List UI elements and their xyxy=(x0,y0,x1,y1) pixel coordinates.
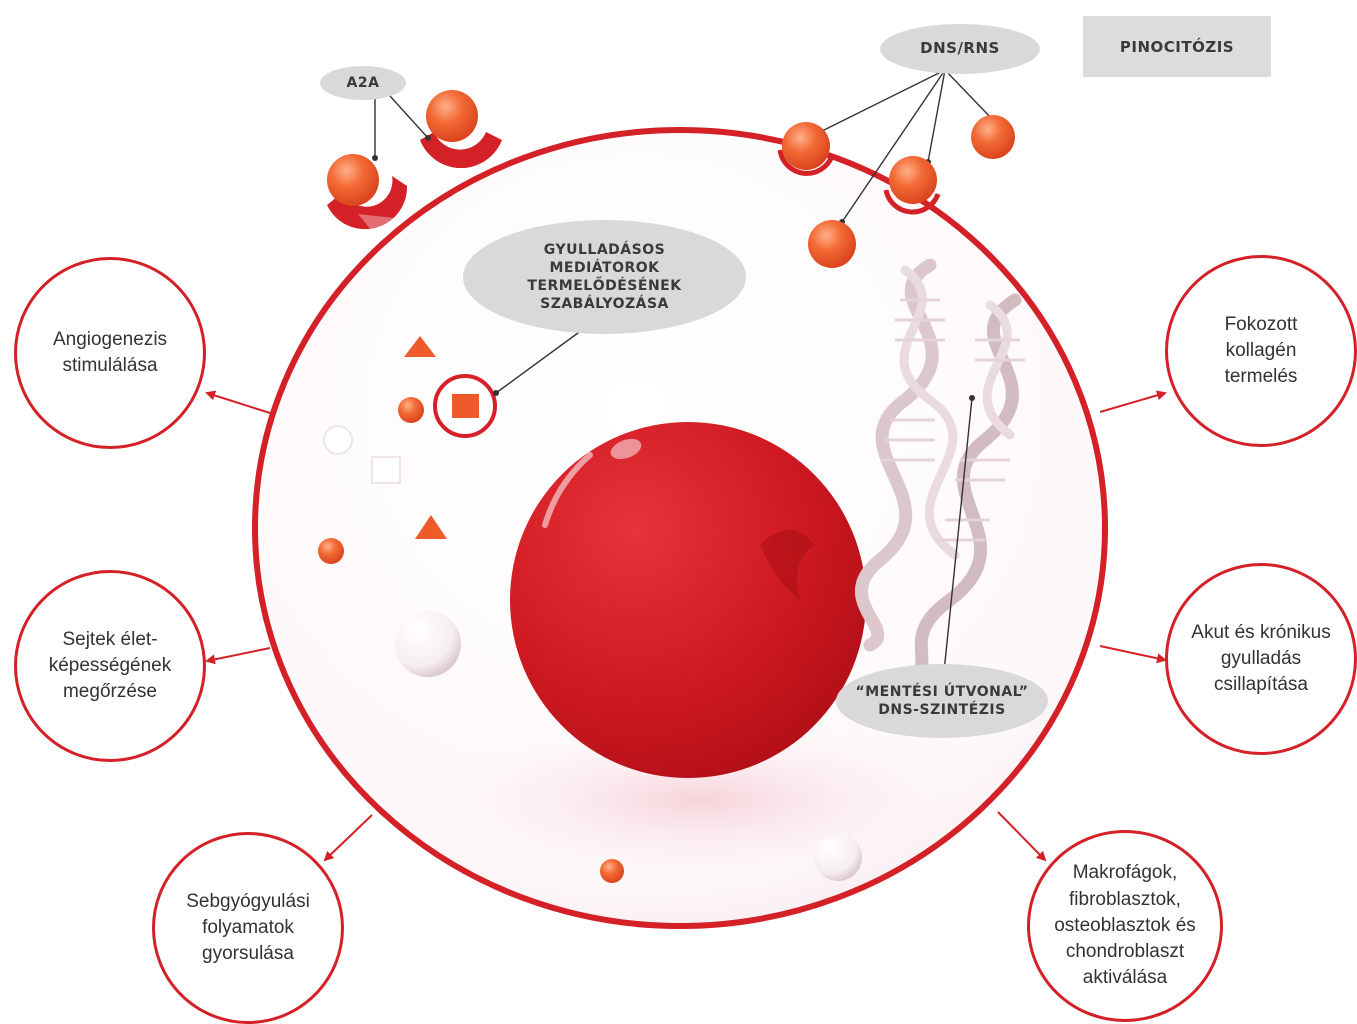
effect-cell-activation: Makrofágok, fibroblasztok, osteoblasztok… xyxy=(1027,830,1223,1022)
effect-collagen: Fokozott kollagén termelés xyxy=(1165,255,1357,447)
dns-rns-label-text: DNS/RNS xyxy=(920,39,1000,58)
effect-cell-viability: Sejtek élet- képességének megőrzése xyxy=(14,570,206,762)
a2a-receptor-left xyxy=(327,154,408,236)
triangle-mediator xyxy=(404,336,436,357)
arrow-wound-healing xyxy=(323,814,373,862)
vesicle xyxy=(814,833,862,881)
membrane-pocket xyxy=(777,149,835,176)
small-ball xyxy=(318,538,344,564)
square-mediator xyxy=(452,394,479,418)
effect-angiogenesis: Angiogenezis stimulálása xyxy=(14,257,206,449)
a2a-ligand-ball xyxy=(426,90,478,142)
effect-wound-healing: Sebgyógyulási folyamatok gyorsulása xyxy=(152,832,344,1024)
a2a-ligand-ball xyxy=(327,154,379,206)
small-ball xyxy=(600,859,624,883)
effect-cell-viability-text: Sejtek élet- képességének megőrzése xyxy=(48,628,172,703)
arrow-inflammation xyxy=(1099,645,1167,664)
pinocytosis-label: PINOCITÓZIS xyxy=(1083,16,1271,77)
dns-rns-label: DNS/RNS xyxy=(880,24,1040,74)
effect-collagen-text: Fokozott kollagén termelés xyxy=(1224,313,1298,388)
effect-angiogenesis-text: Angiogenezis stimulálása xyxy=(52,328,168,376)
nucleus-highlight xyxy=(542,452,593,528)
effect-cell-activation-text: Makrofágok, fibroblasztok, osteoblasztok… xyxy=(1054,862,1196,989)
mediator-shapes xyxy=(318,336,862,883)
arrow-viability xyxy=(205,647,271,665)
vesicle xyxy=(395,611,461,677)
salvage-pathway-label-text: “MENTÉSI ÚTVONAL” DNS-SZINTÉZIS xyxy=(855,683,1029,718)
arrow-activation xyxy=(997,811,1047,862)
effect-wound-healing-text: Sebgyógyulási folyamatok gyorsulása xyxy=(186,890,310,965)
salvage-pathway-label: “MENTÉSI ÚTVONAL” DNS-SZINTÉZIS xyxy=(836,664,1048,738)
dns-rns-ball xyxy=(808,220,856,268)
small-ball xyxy=(398,397,424,423)
a2a-receptor-right xyxy=(420,90,502,169)
dns-rns-molecules xyxy=(777,115,1015,268)
a2a-label-text: A2A xyxy=(346,74,380,91)
a2a-label: A2A xyxy=(320,66,406,100)
cell-membrane xyxy=(252,127,1108,929)
effect-arrows xyxy=(205,390,1167,862)
pinocytosis-label-text: PINOCITÓZIS xyxy=(1119,37,1235,56)
membrane-pocket xyxy=(883,189,941,215)
nucleus xyxy=(510,422,866,778)
effect-inflammation: Akut és krónikus gyulladás csillapítása xyxy=(1165,563,1357,755)
a2a-connectors xyxy=(372,95,431,161)
nucleus-highlight xyxy=(610,438,642,460)
arrow-angiogenesis xyxy=(205,390,271,414)
mediators-label-text: GYULLADÁSOS MEDIÁTOROK TERMELŐDÉSÉNEK SZ… xyxy=(527,241,682,313)
effect-inflammation-text: Akut és krónikus gyulladás csillapítása xyxy=(1191,621,1331,696)
dns-rns-ball xyxy=(971,115,1015,159)
mediators-label: GYULLADÁSOS MEDIÁTOROK TERMELŐDÉSÉNEK SZ… xyxy=(463,220,746,334)
faded-square xyxy=(371,456,401,484)
callout-leaders xyxy=(493,329,975,673)
arrow-collagen xyxy=(1099,390,1167,413)
dna-shadow xyxy=(760,530,815,600)
dns-rns-ball xyxy=(782,122,830,170)
faded-ball xyxy=(323,425,353,455)
pink-cytoplasm-haze xyxy=(370,705,1030,895)
triangle-mediator xyxy=(415,515,447,539)
dns-rns-ball xyxy=(889,156,937,204)
